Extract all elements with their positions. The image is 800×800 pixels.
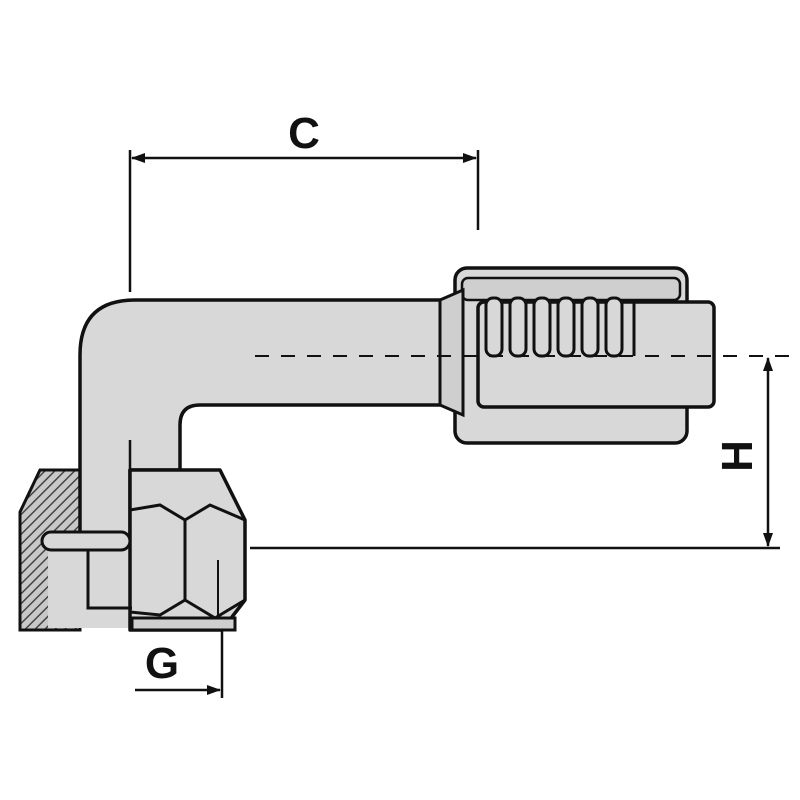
dim-g-label: G [145, 639, 179, 688]
thread-pin [40, 530, 132, 552]
ferrule-collar [438, 287, 465, 418]
hex-nut-body [128, 468, 247, 632]
dim-c-label: C [288, 109, 320, 158]
nut-base-flange [130, 616, 237, 632]
crimp-ribs [484, 296, 624, 358]
hex-nut-flat-left [129, 503, 187, 617]
dim-h-label: H [713, 440, 762, 472]
nut-inner-bore [48, 548, 132, 628]
inner-sleeve [86, 550, 132, 610]
